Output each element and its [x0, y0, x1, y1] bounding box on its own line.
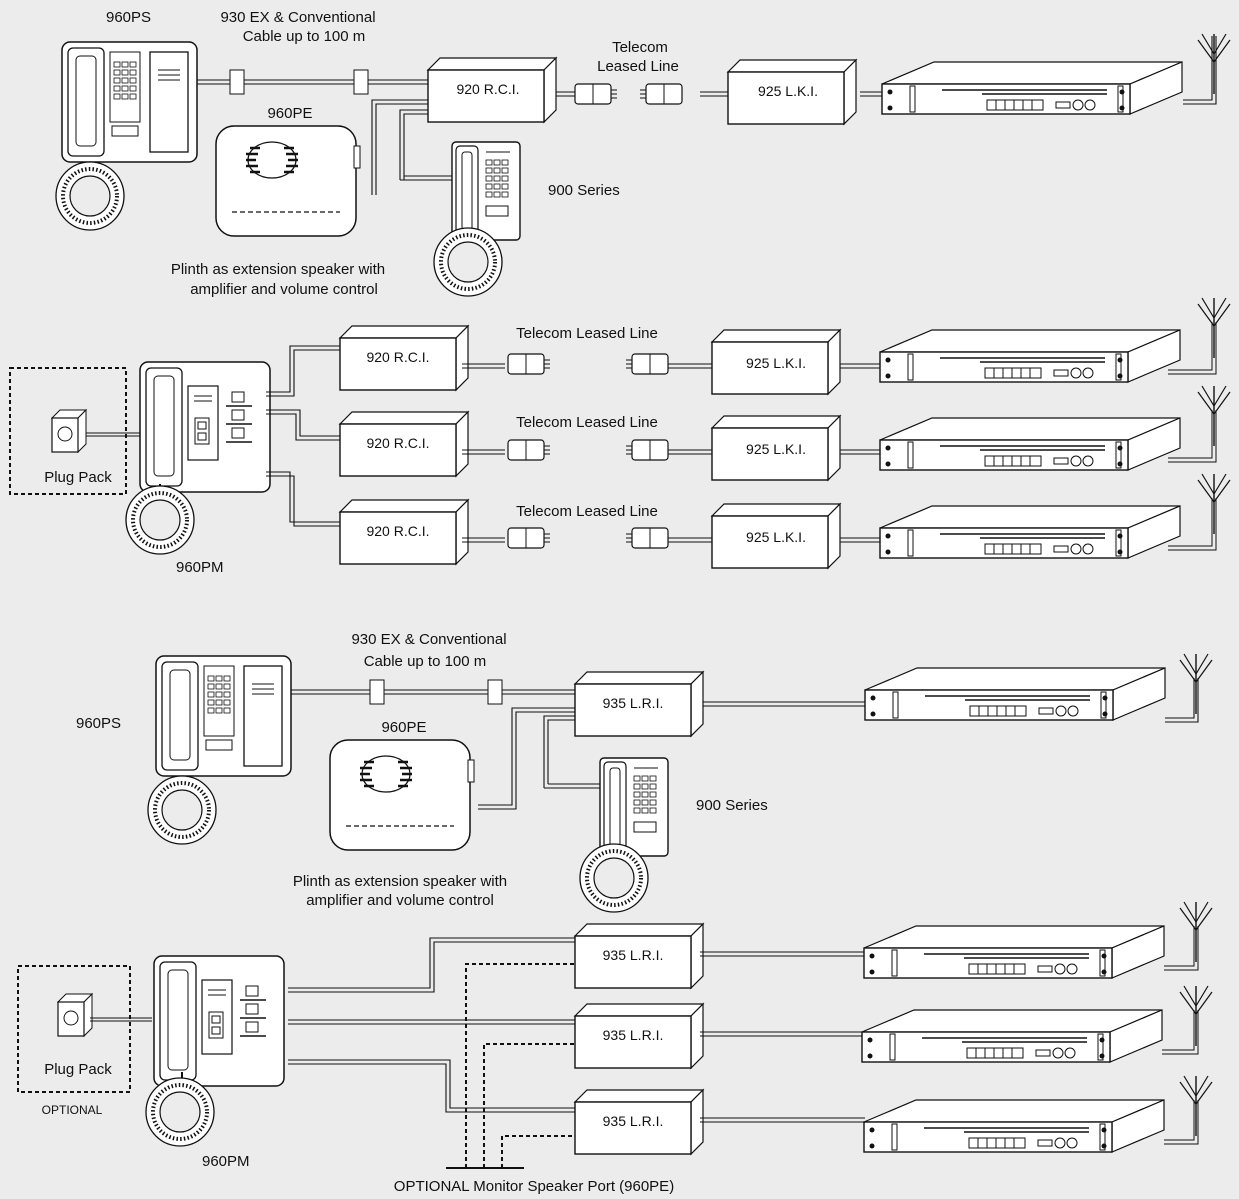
radio-unit [879, 417, 1181, 471]
link-row-3: 920 R.C.I. Telecom Leased Line 925 L.K.I… [339, 473, 1231, 569]
label-plug-pack: Plug Pack [44, 469, 112, 486]
section-3: 930 EX & Conventional Cable up to 100 m … [76, 631, 1213, 914]
radio-unit [863, 925, 1165, 979]
plug-pack-box [9, 367, 127, 495]
plinth-960pe [214, 124, 362, 238]
label-925-lki: 925 L.K.I. [746, 355, 806, 371]
phone-960ps [155, 655, 292, 777]
phone-900-series [599, 757, 669, 857]
label-900-series: 900 Series [548, 182, 620, 199]
modem-plug [625, 353, 669, 375]
label-935-lri: 935 L.R.I. [603, 1027, 664, 1043]
section-4: Plug Pack OPTIONAL 960PM [17, 901, 1213, 1195]
cable-label-line1: 930 EX & Conventional [220, 9, 375, 26]
label-925-lki: 925 L.K.I. [758, 83, 818, 99]
label-monitor-port: OPTIONAL Monitor Speaker Port (960PE) [394, 1178, 674, 1195]
cable-connector [353, 69, 369, 95]
cable-connector [369, 679, 385, 705]
phone-960pm [139, 361, 271, 493]
power-socket-icon [57, 993, 93, 1037]
label-leased-line: Telecom Leased Line [516, 325, 658, 342]
antenna-icon [1197, 33, 1231, 95]
label-960pe: 960PE [267, 105, 312, 122]
radio-unit [864, 667, 1166, 721]
coiled-cord [578, 842, 650, 914]
modem-plug [625, 439, 669, 461]
cable-label-line2: Cable up to 100 m [364, 653, 487, 670]
section-1: 960PS 930 EX & Conventional Cable up to … [54, 9, 1231, 298]
coiled-cord [432, 226, 504, 298]
antenna-icon [1179, 653, 1213, 715]
modem-plug [574, 83, 618, 105]
coiled-cord [144, 1076, 216, 1148]
cable-label-line2: Cable up to 100 m [243, 28, 366, 45]
modem-plug [507, 353, 551, 375]
cable-connector [487, 679, 503, 705]
radio-unit [879, 329, 1181, 383]
label-leased-line: Telecom Leased Line [516, 503, 658, 520]
label-optional: OPTIONAL [42, 1103, 103, 1117]
section-2: Plug Pack 960PM 920 R.C.I. Telecom Lease… [9, 297, 1231, 576]
modem-plug [507, 527, 551, 549]
phone-960ps [61, 41, 198, 163]
label-plug-pack: Plug Pack [44, 1061, 112, 1078]
label-920-rci: 920 R.C.I. [366, 523, 429, 539]
radio-unit [863, 1099, 1165, 1153]
antenna-icon [1197, 385, 1231, 447]
antenna-icon [1197, 297, 1231, 359]
plug-pack-box [17, 965, 131, 1093]
label-935-lri: 935 L.R.I. [603, 695, 664, 711]
plinth-960pe [328, 738, 476, 852]
label-935-lri: 935 L.R.I. [603, 1113, 664, 1129]
label-960pm: 960PM [176, 559, 224, 576]
phone-900-series [451, 141, 521, 241]
modem-plug [625, 527, 669, 549]
label-920-rci: 920 R.C.I. [366, 435, 429, 451]
label-920-rci: 920 R.C.I. [366, 349, 429, 365]
label-960ps: 960PS [106, 9, 151, 26]
antenna-icon [1179, 985, 1213, 1047]
coiled-cord [54, 160, 126, 232]
caption-line1: Plinth as extension speaker with [293, 873, 507, 890]
caption-line2: amplifier and volume control [306, 892, 494, 909]
link-row-1: 920 R.C.I. Telecom Leased Line 925 L.K.I… [339, 297, 1231, 395]
antenna-icon [1179, 901, 1213, 963]
radio-unit [879, 505, 1181, 559]
cable-connector [229, 69, 245, 95]
antenna-icon [1197, 473, 1231, 535]
antenna-icon [1179, 1075, 1213, 1137]
leased-label-line2: Leased Line [597, 58, 679, 75]
label-960pe: 960PE [381, 719, 426, 736]
label-960ps: 960PS [76, 715, 121, 732]
modem-plug [639, 83, 683, 105]
coiled-cord [146, 774, 218, 846]
power-socket-icon [51, 409, 87, 453]
phone-960pm [153, 955, 285, 1087]
coiled-cord [124, 484, 196, 556]
label-leased-line: Telecom Leased Line [516, 414, 658, 431]
leased-label-line1: Telecom [612, 39, 668, 56]
label-935-lri: 935 L.R.I. [603, 947, 664, 963]
label-920-rci: 920 R.C.I. [456, 81, 519, 97]
radio-unit [861, 1009, 1163, 1063]
label-925-lki: 925 L.K.I. [746, 529, 806, 545]
link-row-2: 920 R.C.I. Telecom Leased Line 925 L.K.I… [339, 385, 1231, 481]
label-960pm: 960PM [202, 1153, 250, 1170]
modem-plug [507, 439, 551, 461]
label-925-lki: 925 L.K.I. [746, 441, 806, 457]
caption-line2: amplifier and volume control [190, 281, 378, 298]
caption-line1: Plinth as extension speaker with [171, 261, 385, 278]
cable-label-line1: 930 EX & Conventional [351, 631, 506, 648]
label-900-series: 900 Series [696, 797, 768, 814]
radio-unit [881, 61, 1183, 115]
